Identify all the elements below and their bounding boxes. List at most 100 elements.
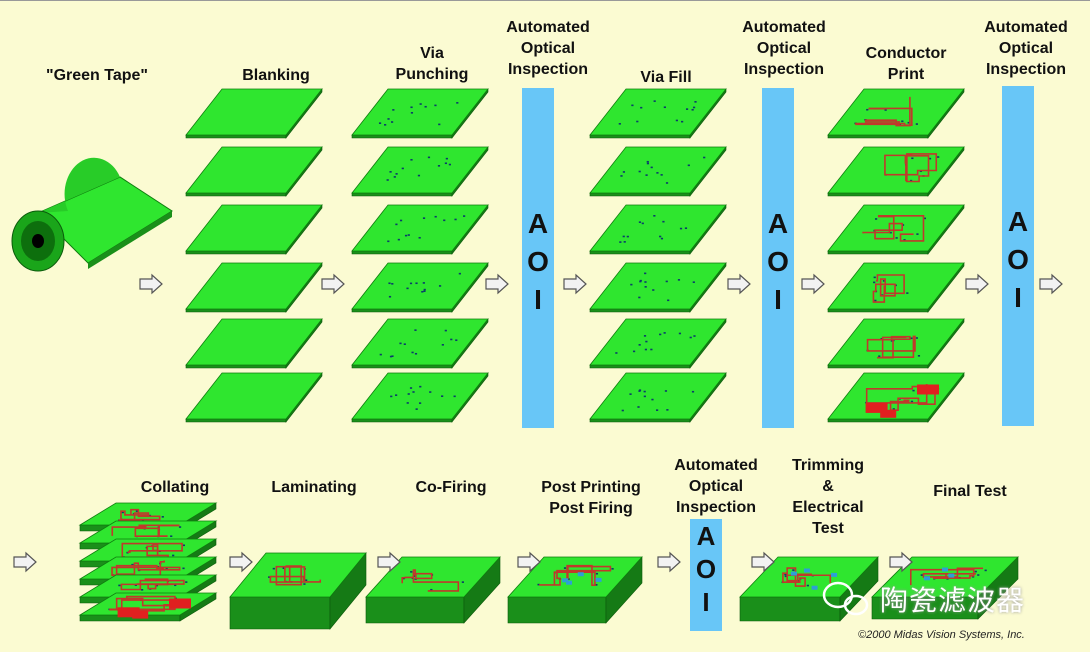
via-hole bbox=[411, 351, 414, 354]
via-hole bbox=[665, 182, 669, 184]
via-hole bbox=[422, 217, 426, 219]
via-hole bbox=[937, 156, 940, 158]
via-hole bbox=[463, 215, 466, 217]
aoi-letter: O bbox=[767, 246, 789, 277]
via-hole bbox=[638, 170, 641, 173]
via-hole bbox=[305, 579, 308, 582]
via-hole bbox=[418, 236, 421, 239]
conductor-pad bbox=[169, 598, 191, 609]
via-hole bbox=[623, 241, 626, 243]
via-hole bbox=[874, 218, 878, 220]
via-hole bbox=[703, 156, 706, 159]
via-hole bbox=[172, 554, 175, 557]
aoi-letter: I bbox=[534, 284, 542, 315]
aoi-bar-1: A O I bbox=[522, 88, 554, 428]
label-aoi-2: Automated Optical Inspection bbox=[742, 19, 826, 78]
filled-sheet-front bbox=[589, 250, 691, 255]
via-hole bbox=[185, 581, 188, 583]
via-hole bbox=[415, 408, 418, 410]
via-hole bbox=[454, 218, 457, 221]
punched-sheet-front bbox=[351, 418, 453, 423]
via-hole bbox=[399, 342, 402, 345]
filled-sheet bbox=[589, 146, 727, 197]
via-hole bbox=[972, 575, 975, 578]
via-hole bbox=[379, 353, 382, 356]
via-hole bbox=[662, 220, 665, 223]
conductor-trace bbox=[855, 96, 913, 127]
via-hole bbox=[645, 340, 648, 343]
filled-sheet-top bbox=[589, 146, 727, 194]
printed-sheet bbox=[827, 146, 965, 197]
blanking-sheet bbox=[185, 318, 323, 369]
surface-component bbox=[948, 573, 955, 578]
blanking-sheet bbox=[185, 262, 323, 313]
arrow-icon bbox=[563, 273, 587, 295]
via-hole bbox=[974, 570, 977, 573]
aoi-letter: A bbox=[767, 208, 789, 239]
arrow-icon bbox=[727, 273, 751, 295]
via-hole bbox=[910, 400, 914, 403]
arrow-icon bbox=[1039, 273, 1063, 295]
via-hole bbox=[667, 299, 670, 302]
cofired-block-front bbox=[365, 596, 465, 624]
punched-sheet-top bbox=[351, 372, 489, 420]
via-hole bbox=[537, 583, 540, 586]
via-hole bbox=[453, 395, 456, 398]
filled-sheet bbox=[589, 262, 727, 313]
via-hole bbox=[665, 280, 668, 283]
printed-sheet-front bbox=[827, 192, 929, 197]
filled-sheet-front bbox=[589, 134, 691, 139]
via-hole bbox=[984, 569, 987, 572]
via-hole bbox=[410, 571, 413, 573]
via-hole bbox=[272, 567, 275, 570]
trimmed-block-top bbox=[739, 556, 879, 598]
via-hole bbox=[445, 157, 448, 160]
via-hole bbox=[797, 580, 800, 582]
via-hole bbox=[391, 355, 394, 357]
via-hole bbox=[901, 120, 904, 123]
via-hole bbox=[630, 283, 633, 286]
aoi-bar-3: A O I bbox=[1002, 86, 1034, 426]
via-hole bbox=[429, 391, 432, 393]
blanking-sheet-front bbox=[185, 418, 287, 423]
label-aoi-3: Automated Optical Inspection bbox=[984, 19, 1068, 78]
via-hole bbox=[663, 106, 666, 109]
via-hole bbox=[414, 329, 417, 331]
via-hole bbox=[639, 279, 642, 282]
via-hole bbox=[384, 124, 387, 126]
via-hole bbox=[430, 588, 433, 591]
via-hole bbox=[923, 217, 926, 220]
via-hole bbox=[174, 584, 177, 587]
via-hole bbox=[389, 171, 392, 173]
blanking-sheet-top bbox=[185, 262, 323, 310]
via-hole bbox=[409, 282, 413, 285]
printed-sheet bbox=[827, 318, 965, 369]
printed-sheet-front bbox=[827, 364, 929, 369]
conductor-pad bbox=[117, 607, 140, 618]
via-hole bbox=[141, 589, 144, 591]
via-hole bbox=[621, 409, 624, 412]
via-hole bbox=[677, 279, 681, 281]
filled-sheet bbox=[589, 318, 727, 369]
filled-sheet-front bbox=[589, 418, 691, 423]
via-hole bbox=[895, 237, 898, 239]
via-hole bbox=[892, 408, 895, 410]
cofired-block-top bbox=[365, 556, 501, 598]
via-hole bbox=[388, 295, 392, 298]
punched-sheet-top bbox=[351, 204, 489, 252]
via-hole bbox=[422, 282, 425, 284]
filled-sheet-front bbox=[589, 308, 691, 313]
via-hole bbox=[404, 234, 408, 237]
blanking-sheet-front bbox=[185, 134, 287, 139]
aoi-letter: O bbox=[695, 554, 717, 584]
via-hole bbox=[615, 352, 618, 354]
via-hole bbox=[664, 390, 668, 392]
printed-sheet-front bbox=[827, 134, 929, 139]
via-hole bbox=[386, 179, 389, 181]
via-hole bbox=[692, 106, 696, 109]
conductor-pad bbox=[917, 384, 939, 395]
via-hole bbox=[638, 389, 642, 392]
blanking-sheet-top bbox=[185, 146, 323, 194]
punched-sheet-front bbox=[351, 134, 453, 139]
